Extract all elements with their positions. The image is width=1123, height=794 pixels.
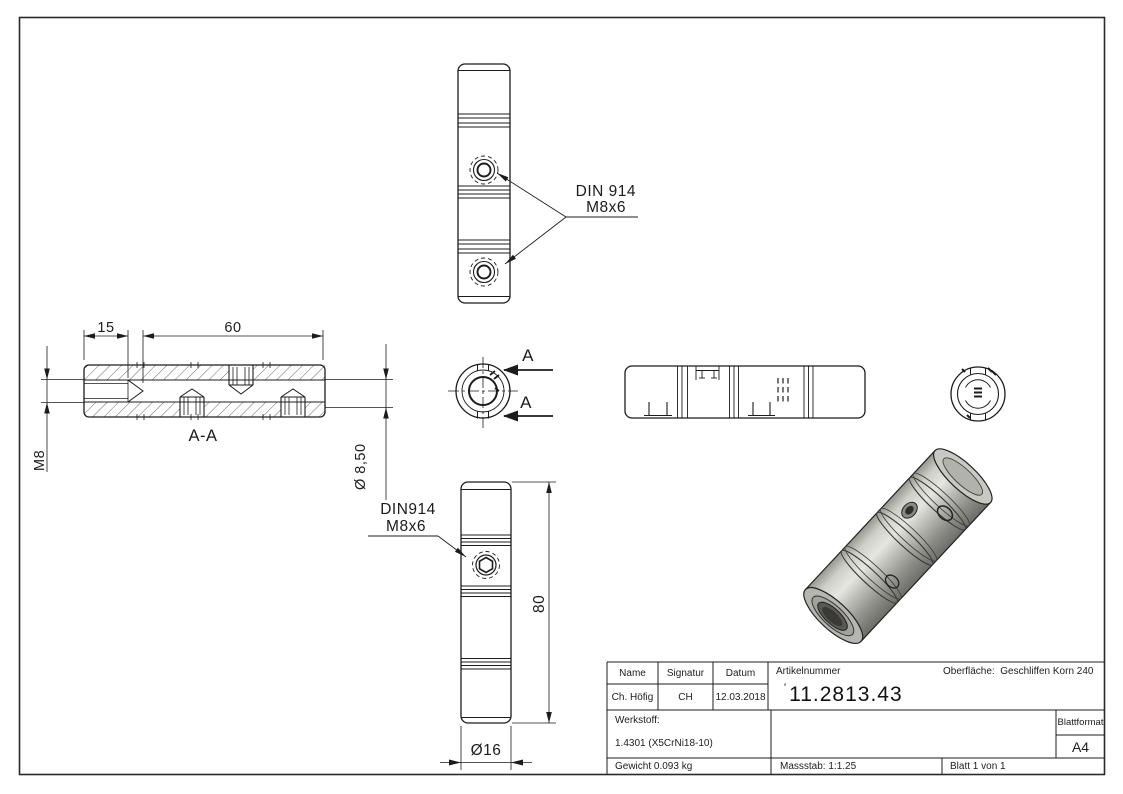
dim-bore-label: Ø 8,50 bbox=[353, 443, 369, 490]
set-screw-hole-bottom bbox=[469, 257, 499, 287]
dimension-bore bbox=[325, 344, 393, 500]
cut-plane-arrows bbox=[503, 364, 553, 422]
end-view-right bbox=[950, 366, 1006, 422]
bottom-note-line1: DIN914 bbox=[380, 501, 436, 518]
bottom-front-view: DIN914 M8x6 80 Ø16 bbox=[368, 481, 556, 770]
section-label: A-A bbox=[188, 427, 217, 445]
dimension-80 bbox=[512, 481, 556, 724]
din914-leader bbox=[496, 172, 638, 265]
blatt: Blatt 1 von 1 bbox=[950, 761, 1006, 772]
dimension-15 bbox=[83, 330, 129, 378]
hidden-thread-dashes bbox=[777, 378, 789, 402]
side-screw-hole-bottom bbox=[644, 402, 775, 416]
blattformat-label: Blattformat bbox=[1057, 717, 1104, 728]
dim-80-label: 80 bbox=[531, 595, 548, 613]
gewicht: Gewicht 0.093 kg bbox=[615, 761, 693, 772]
cut-label-top: A bbox=[522, 346, 534, 365]
dimension-60 bbox=[142, 330, 324, 383]
dimension-d16 bbox=[440, 726, 532, 770]
dim-m8-label: M8 bbox=[32, 450, 48, 471]
artikelnummer-prefix: ' bbox=[784, 682, 788, 694]
sheet-frame bbox=[18, 16, 1106, 776]
signatur-header: Signatur bbox=[666, 667, 705, 679]
isometric-render bbox=[803, 448, 993, 644]
dimension-m8 bbox=[41, 346, 84, 472]
din914-leader-bottom bbox=[368, 535, 467, 558]
section-set-screw bbox=[179, 388, 205, 417]
dim-60-label: 60 bbox=[224, 320, 241, 336]
leader-arrowhead bbox=[497, 173, 509, 182]
name-header: Name bbox=[619, 667, 646, 679]
section-set-screw bbox=[228, 365, 254, 395]
title-block-grid bbox=[606, 661, 1105, 774]
cut-label-bottom: A bbox=[520, 393, 532, 412]
top-note-line1: DIN 914 bbox=[576, 183, 636, 200]
render-screw-sockets bbox=[884, 501, 954, 589]
dim-15-label: 15 bbox=[97, 320, 114, 336]
leader-arrowhead bbox=[454, 547, 466, 557]
top-note-line2: M8x6 bbox=[586, 199, 626, 216]
side-view bbox=[624, 365, 866, 419]
werkstoff-label: Werkstoff: bbox=[615, 715, 660, 726]
hex-socket-screw bbox=[472, 551, 500, 579]
section-set-screw bbox=[280, 388, 306, 417]
artikelnummer-label: Artikelnummer bbox=[776, 666, 841, 677]
datum-header: Datum bbox=[725, 667, 756, 679]
datum-value: 12.03.2018 bbox=[715, 691, 766, 703]
werkstoff-value: 1.4301 (X5CrNi18-10) bbox=[615, 738, 713, 749]
massstab: Massstab: 1:1.25 bbox=[780, 761, 857, 772]
side-screw-hole-top bbox=[695, 366, 720, 380]
section-view-aa: 15 60 M8 Ø 8,50 A-A bbox=[32, 320, 393, 500]
set-screw-hole-top bbox=[469, 155, 499, 185]
name-value: Ch. Höfig bbox=[611, 691, 654, 703]
bottom-note-line2: M8x6 bbox=[386, 518, 426, 535]
artikelnummer-value: '11.2813.43 bbox=[784, 682, 903, 706]
blattformat-value: A4 bbox=[1071, 738, 1090, 755]
signatur-value: CH bbox=[678, 691, 693, 703]
oberflaeche: Oberfläche: Geschliffen Korn 240 bbox=[943, 666, 1094, 677]
dim-d16-label: Ø16 bbox=[471, 742, 502, 759]
top-front-view: DIN 914 M8x6 bbox=[457, 63, 638, 304]
leader-arrowhead bbox=[505, 254, 516, 264]
end-view-cut: A A bbox=[448, 346, 553, 431]
